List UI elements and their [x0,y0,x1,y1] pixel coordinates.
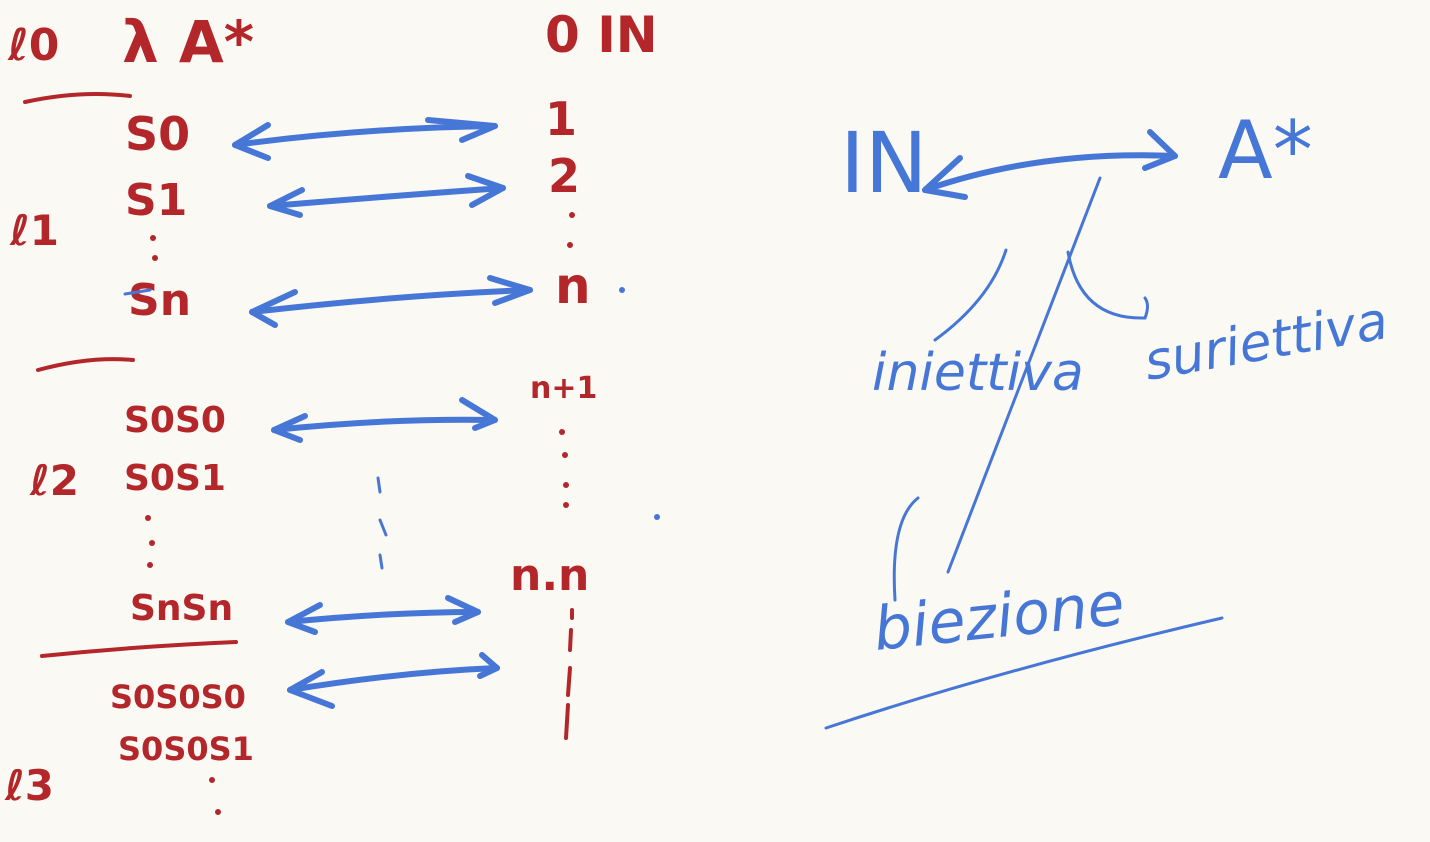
label-iniettiva: iniettiva [872,343,1084,403]
ellipsis-dot [215,809,221,815]
string-s0s0s0: S0S0S0 [110,678,246,716]
curve-to-iniettiva [933,248,1008,342]
level-label-0: ℓ0 [7,20,59,71]
string-s0s0: S0S0 [124,400,226,441]
stroke-mark [123,288,152,296]
double-arrow-snsn-nn [285,595,481,635]
string-snsn: SnSn [130,588,233,629]
ellipsis-dot [145,515,151,521]
string-s0s1: S0S1 [124,458,226,499]
curve-to-biezione [892,496,920,602]
ellipsis-dashes [564,608,574,740]
underline-biezione [824,616,1224,730]
long-slash [946,176,1102,574]
number-1: 1 [545,92,577,146]
ellipsis-dot [150,235,156,241]
string-s0s0s1: S0S0S1 [118,730,254,768]
double-arrow-s0-1 [232,117,498,161]
level-label-1: ℓ1 [9,206,59,255]
label-suriettiva: suriettiva [1140,291,1392,393]
level-label-2: ℓ2 [29,456,79,505]
ellipsis-dot [567,242,573,248]
level-separator-3 [40,640,238,658]
set-n-label: IN [840,114,928,212]
stray-dot [619,287,625,293]
level-label-3: ℓ3 [4,761,54,810]
ellipsis-dot [563,502,569,508]
string-s0: S0 [125,107,190,161]
ellipsis-dot [559,429,565,435]
set-a-star-label: A* [1218,104,1313,197]
double-arrow-sn-n [249,275,533,328]
number-n-plus-1: n+1 [530,371,597,406]
ellipsis-dot [209,777,215,783]
level-separator-1 [23,92,132,104]
ellipsis-dot [149,540,155,546]
level-separator-2 [36,357,135,372]
ellipsis-dot [569,212,575,218]
double-arrow-s0s0s0 [287,652,500,709]
a-star-header: λ A* [122,8,254,76]
stray-dot [654,514,660,520]
n-header: 0 IN [545,6,658,64]
number-2: 2 [548,149,580,203]
ellipsis-dot [563,482,569,488]
ellipsis-dot [147,562,153,568]
double-arrow-s1-2 [267,173,506,218]
string-sn: Sn [128,275,191,326]
number-n-dot-n: n.n [510,550,589,601]
double-arrow-s0s0-n1 [271,397,498,443]
ellipsis-dot [152,255,158,261]
curve-to-suriettiva [1066,250,1149,320]
ellipsis-dot [562,452,568,458]
number-n: n [555,257,591,315]
string-s1: S1 [125,175,187,226]
vertical-dots [376,476,388,570]
double-arrow-n-a-star [922,129,1178,200]
